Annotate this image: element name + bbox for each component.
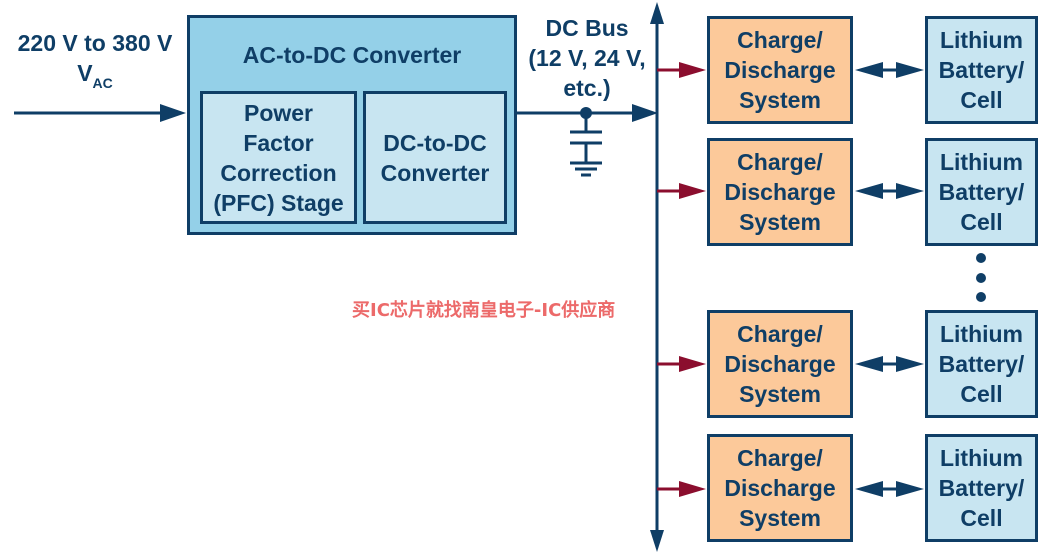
bidirectional-arrow: [855, 356, 924, 372]
dc-bus-line: [650, 2, 664, 552]
bidirectional-arrow: [855, 62, 924, 78]
battery-label: Lithium Battery/ Cell: [938, 27, 1025, 113]
lithium-battery-cell-block: Lithium Battery/ Cell: [925, 16, 1038, 124]
battery-label: Lithium Battery/ Cell: [938, 321, 1025, 407]
bus-down-arrow: [650, 530, 664, 552]
bus-feed-arrow: [657, 356, 706, 372]
charge-discharge-label: Charge/ Discharge System: [724, 27, 836, 113]
bidirectional-arrow: [855, 481, 924, 497]
charge-discharge-system-block: Charge/ Discharge System: [707, 138, 853, 246]
bus-feed-arrow: [657, 481, 706, 497]
bus-up-arrow: [650, 2, 664, 24]
capacitor-ground-icon: [570, 113, 602, 177]
watermark-text: 买IC芯片就找南皇电子-IC供应商: [352, 300, 616, 321]
battery-label: Lithium Battery/ Cell: [938, 149, 1025, 235]
charge-discharge-system-block: Charge/ Discharge System: [707, 16, 853, 124]
lithium-battery-cell-block: Lithium Battery/ Cell: [925, 310, 1038, 418]
bus-feed-arrow: [657, 183, 706, 199]
charge-discharge-label: Charge/ Discharge System: [724, 445, 836, 531]
converter-title: AC-to-DC Converter: [242, 42, 462, 68]
ac-input-arrow: [14, 104, 186, 122]
battery-label: Lithium Battery/ Cell: [938, 445, 1025, 531]
input-voltage-range: 220 V to 380 V: [17, 30, 173, 56]
pfc-stage-label: Power Factor Correction (PFC) Stage: [213, 99, 344, 216]
bus-feed-arrow: [657, 62, 706, 78]
charge-discharge-label: Charge/ Discharge System: [724, 321, 836, 407]
lithium-battery-cell-block: Lithium Battery/ Cell: [925, 138, 1038, 246]
input-voltage-unit: VAC: [77, 60, 113, 91]
input-voltage-label: 220 V to 380 V VAC: [0, 28, 190, 98]
ac-to-dc-converter-block: AC-to-DC Converter Power Factor Correcti…: [187, 15, 517, 235]
lithium-battery-cell-block: Lithium Battery/ Cell: [925, 434, 1038, 542]
charge-discharge-system-block: Charge/ Discharge System: [707, 310, 853, 418]
ellipsis-dots: [976, 253, 986, 302]
charge-discharge-label: Charge/ Discharge System: [724, 149, 836, 235]
dc-to-dc-converter-block: DC-to-DC Converter: [363, 91, 507, 224]
dc-bus-label: DC Bus (12 V, 24 V, etc.): [528, 15, 646, 101]
charge-discharge-system-block: Charge/ Discharge System: [707, 434, 853, 542]
bidirectional-arrow: [855, 183, 924, 199]
pfc-stage-block: Power Factor Correction (PFC) Stage: [200, 91, 357, 224]
dc-to-dc-label: DC-to-DC Converter: [380, 129, 490, 186]
